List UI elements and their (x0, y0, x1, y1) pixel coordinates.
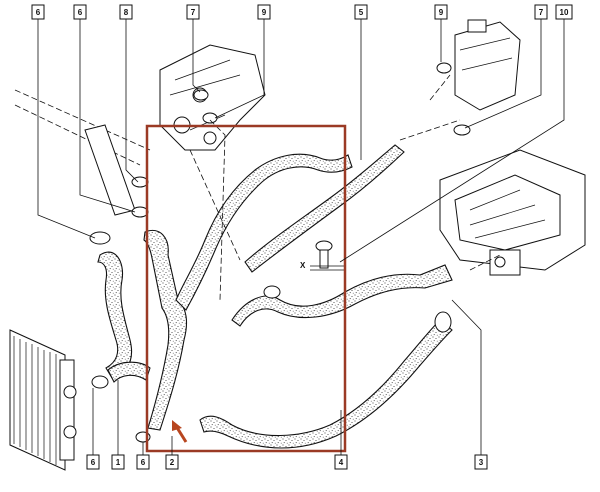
svg-text:6: 6 (78, 8, 83, 17)
callout-top-5: 9 (257, 4, 271, 20)
hose-5 (244, 144, 405, 273)
callout-bottom-3: 6 (136, 454, 150, 470)
callout-top-8: 7 (534, 4, 548, 20)
svg-text:3: 3 (479, 458, 484, 467)
callout-top-4: 7 (186, 4, 200, 20)
svg-text:5: 5 (359, 8, 364, 17)
bottom-callouts: 6 1 6 2 4 3 (86, 454, 488, 470)
detail-x-label: X (300, 261, 306, 270)
heater-box (439, 149, 586, 276)
svg-text:9: 9 (262, 8, 267, 17)
hose-2 (143, 230, 188, 431)
expansion-tank (454, 19, 521, 111)
hose-clamps (89, 62, 471, 443)
thermostat-housing (159, 44, 266, 151)
callout-top-1: 6 (31, 4, 45, 20)
radiator (9, 329, 77, 471)
svg-text:6: 6 (141, 458, 146, 467)
svg-text:4: 4 (339, 458, 344, 467)
hose-4 (199, 319, 453, 449)
callout-top-3: 8 (119, 4, 133, 20)
svg-text:7: 7 (539, 8, 544, 17)
svg-text:10: 10 (560, 8, 569, 17)
callout-bottom-1: 6 (86, 454, 100, 470)
callout-top-2: 6 (73, 4, 87, 20)
leader-lines (37, 18, 565, 455)
svg-text:6: 6 (91, 458, 96, 467)
top-callouts: 6 6 8 7 9 5 9 7 (31, 4, 573, 20)
hose-3 (231, 264, 453, 327)
callout-bottom-2: 1 (111, 454, 125, 470)
hose-1 (97, 251, 133, 379)
callout-bottom-5: 4 (334, 454, 348, 470)
svg-text:1: 1 (116, 458, 121, 467)
svg-text:2: 2 (170, 458, 175, 467)
callout-top-7: 9 (434, 4, 448, 20)
highlight-arrow (172, 420, 188, 443)
engine-pipe-outline (14, 89, 151, 216)
highlight-box (145, 124, 347, 453)
connection-lines (189, 74, 501, 301)
detail-x-bleed-screw: X (300, 240, 345, 271)
callout-bottom-4: 2 (165, 454, 179, 470)
svg-text:7: 7 (191, 8, 196, 17)
callout-top-9: 10 (555, 4, 573, 20)
callout-bottom-6: 3 (474, 454, 488, 470)
svg-text:8: 8 (124, 8, 129, 17)
svg-text:9: 9 (439, 8, 444, 17)
svg-text:6: 6 (36, 8, 41, 17)
callout-top-6: 5 (354, 4, 368, 20)
